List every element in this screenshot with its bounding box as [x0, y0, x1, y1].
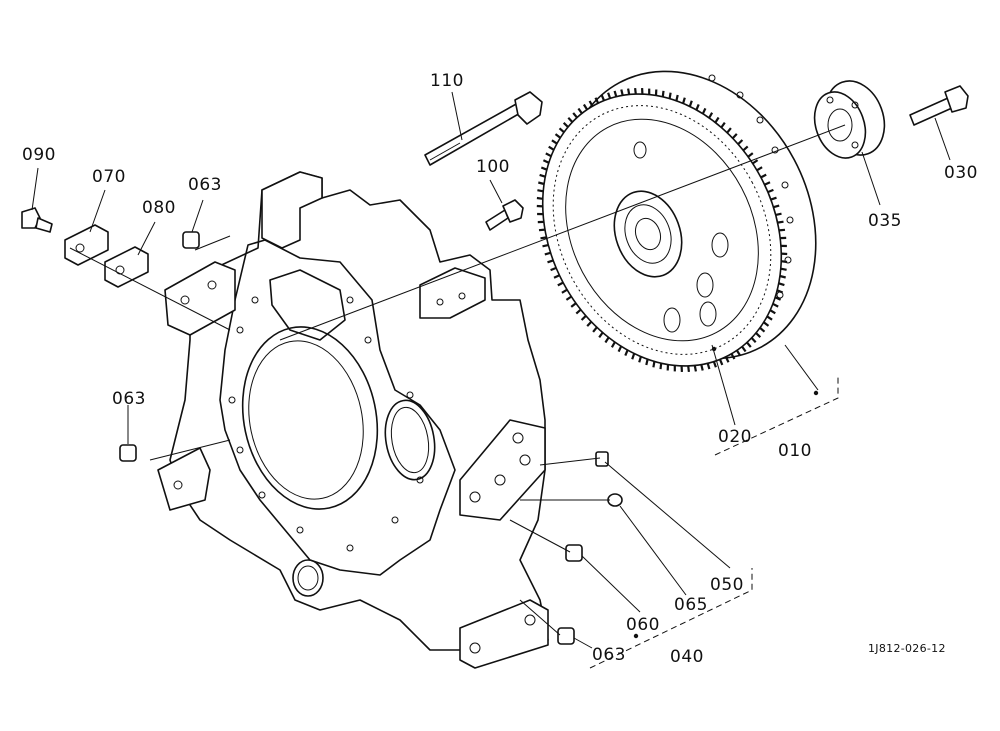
gear-tooth: [543, 160, 548, 163]
gear-tooth: [779, 230, 785, 231]
callout-010: 010: [778, 441, 812, 461]
gear-tooth: [556, 134, 561, 138]
gear-tooth: [632, 354, 634, 360]
gear-tooth: [628, 89, 629, 95]
plug-063-b: [120, 445, 136, 461]
gear-tooth: [776, 214, 782, 215]
callout-090: 090: [22, 145, 56, 165]
gear-tooth: [590, 101, 593, 106]
pin-050: [596, 452, 608, 466]
gear-tooth: [543, 245, 549, 246]
callout-063-top: 063: [188, 175, 222, 195]
callout-100: 100: [476, 157, 510, 177]
gear-tooth: [537, 198, 543, 199]
gear-tooth: [695, 366, 696, 372]
long-bolt: [425, 92, 542, 165]
gear-tooth: [573, 113, 577, 118]
gear-tooth: [554, 275, 560, 278]
gear-tooth: [546, 153, 551, 156]
gear-tooth: [780, 276, 786, 278]
callout-063-bottom: 063: [592, 645, 626, 665]
flywheel-housing: [158, 172, 548, 668]
callout-063-left: 063: [112, 389, 146, 409]
gear-tooth: [781, 261, 787, 262]
callout-035: 035: [868, 211, 902, 231]
callout-080: 080: [142, 198, 176, 218]
gear-tooth: [635, 88, 636, 94]
drawing-reference: 1J812-026-12: [868, 642, 946, 655]
gear-tooth: [778, 222, 784, 223]
gear-tooth: [584, 105, 587, 110]
gear-tooth: [548, 260, 554, 262]
gear-tooth: [564, 123, 568, 127]
callout-065: 065: [674, 595, 708, 615]
gear-tooth: [653, 361, 654, 367]
screw-090: [22, 208, 52, 232]
gear-tooth: [773, 206, 779, 208]
gear-tooth: [539, 230, 545, 231]
gear-tooth: [599, 333, 603, 338]
callout-110: 110: [430, 71, 464, 91]
callout-040: 040: [670, 647, 704, 667]
gear-tooth: [670, 93, 671, 99]
callout-070: 070: [92, 167, 126, 187]
gear-tooth: [560, 128, 565, 132]
gear-tooth: [587, 322, 591, 326]
coupling-035: [806, 73, 894, 165]
gear-tooth: [571, 303, 576, 307]
gear-tooth: [612, 342, 615, 347]
gear-tooth: [621, 90, 622, 96]
gear-tooth: [582, 316, 586, 320]
gear-tooth: [714, 362, 716, 368]
gear-tooth: [676, 95, 677, 101]
gear-tooth: [619, 346, 622, 351]
gear-tooth: [545, 253, 551, 255]
plug-065: [608, 494, 622, 506]
gear-tooth: [593, 327, 597, 332]
gear-tooth: [576, 310, 581, 314]
gear-tooth: [549, 147, 554, 150]
gear-tooth: [720, 359, 722, 365]
callout-020: 020: [718, 427, 752, 447]
callout-050: 050: [710, 575, 744, 595]
callout-030: 030: [944, 163, 978, 183]
plug-060: [566, 545, 582, 561]
gear-tooth: [661, 363, 662, 369]
gear-tooth: [688, 366, 689, 372]
gear-tooth: [562, 290, 567, 293]
plug-063-c: [558, 628, 574, 644]
gear-tooth: [708, 363, 710, 369]
gear-tooth: [605, 337, 608, 342]
gear-tooth: [701, 365, 702, 371]
cover-plate-070: [65, 225, 108, 265]
gear-tooth: [537, 190, 543, 191]
plug-063-a: [183, 232, 199, 248]
gear-tooth: [578, 109, 582, 114]
gear-tooth: [625, 350, 627, 356]
bolt-030: [910, 86, 968, 125]
callout-060: 060: [626, 615, 660, 635]
gear-tooth: [566, 297, 571, 300]
gear-tooth: [781, 269, 787, 270]
gear-tooth: [538, 183, 544, 185]
gear-tooth: [541, 237, 547, 238]
gear-tooth: [646, 359, 647, 365]
gear-tooth: [541, 168, 547, 170]
gear-tooth: [552, 140, 557, 143]
bolt-100: [486, 200, 523, 230]
gear-tooth: [568, 118, 572, 122]
gear-tooth: [551, 268, 557, 270]
gasket-080: [105, 247, 148, 287]
gear-tooth: [558, 283, 563, 286]
gear-tooth: [639, 357, 641, 363]
flywheel: [496, 27, 864, 408]
gear-tooth: [663, 91, 664, 97]
gear-tooth: [540, 175, 546, 177]
